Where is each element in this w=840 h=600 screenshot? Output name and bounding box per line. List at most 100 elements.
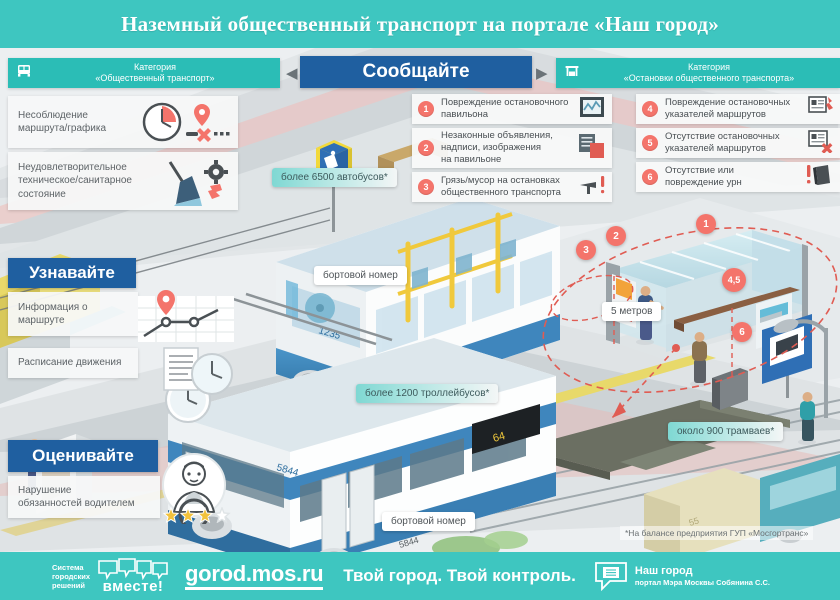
rate-card-0[interactable]: Нарушение обязанностей водителем: [8, 476, 160, 518]
report-item-4-text: Повреждение остановочных указателей марш…: [665, 97, 791, 120]
report-item-6[interactable]: 6 Отсутствие или повреждение урн: [636, 162, 840, 192]
report-item-2[interactable]: 2 Незаконные объявления, надписи, изобра…: [412, 128, 612, 168]
damaged-sign-icon: [808, 95, 834, 124]
learn-card-1[interactable]: Расписание движения: [8, 348, 138, 378]
report-item-3-number: 3: [418, 179, 434, 195]
section-header-rate: Оценивайте: [8, 440, 158, 472]
system-label-line2: городских: [52, 571, 91, 581]
rating-stars-svg: [163, 507, 231, 523]
category-transport-line1: Категория: [133, 62, 177, 72]
schedule-clock-icon: [162, 344, 238, 403]
portal-url[interactable]: gorod.mos.ru: [185, 562, 324, 590]
tactile-strip: [505, 353, 716, 414]
category-stops-text: Категория «Остановки общественного транс…: [586, 62, 832, 84]
section-header-learn-label: Узнавайте: [29, 263, 115, 282]
learn-card-0[interactable]: Информация о маршруте: [8, 292, 138, 336]
learn-text-0: Информация о маршруте: [18, 301, 88, 327]
report-item-2-text: Незаконные объявления, надписи, изображе…: [441, 130, 553, 165]
person-waiting: [690, 332, 708, 387]
broken-shelter-icon: [578, 95, 606, 124]
learn-text-1: Расписание движения: [18, 357, 122, 369]
missing-bin-icon: [806, 163, 834, 192]
trash-bin: [712, 368, 748, 410]
portal-subtitle: портал Мэра Москвы Собянина С.С.: [634, 577, 770, 587]
system-label-line3: решений: [52, 580, 85, 590]
category-ribbon-transport[interactable]: Категория «Общественный транспорт»: [8, 58, 280, 88]
bus-interior-poles: [405, 212, 501, 323]
nash-gorod-logo[interactable]: Наш город портал Мэра Москвы Собянина С.…: [594, 561, 770, 591]
section-header-learn: Узнавайте: [8, 258, 136, 288]
report-item-3-text: Грязь/мусор на остановках общественного …: [441, 175, 561, 198]
report-item-3[interactable]: 3 Грязь/мусор на остановках общественног…: [412, 172, 612, 202]
zone-3: [550, 274, 634, 322]
arrow-right-icon: ▶: [536, 65, 548, 82]
transport-issue-text-0: Несоблюдение маршрута/графика: [18, 109, 107, 135]
transport-issue-card-0[interactable]: Несоблюдение маршрута/графика: [8, 96, 238, 148]
scene-marker-45: 4,5: [722, 268, 746, 292]
category-transport-line2: «Общественный транспорт»: [95, 73, 215, 83]
clock-marker-icon: [140, 100, 232, 151]
rate-text-0: Нарушение обязанностей водителем: [18, 484, 135, 510]
destination-sign: [472, 404, 540, 454]
transport-issue-card-1[interactable]: Неудовлетворительное техническое/санитар…: [8, 152, 238, 210]
scene-marker-6: 6: [732, 322, 752, 342]
page-footer: Система городских решений вместе! gorod.…: [0, 552, 840, 600]
system-label-line1: Система: [52, 562, 84, 572]
illegal-ads-icon: [578, 133, 606, 164]
category-stops-line2: «Остановки общественного транспорта»: [623, 73, 795, 83]
section-header-report: Сообщайте: [300, 56, 532, 88]
section-header-rate-label: Оценивайте: [32, 446, 134, 465]
report-item-6-number: 6: [642, 169, 658, 185]
bushes: [432, 531, 528, 552]
tram-platform: [520, 400, 790, 472]
scene-marker-2: 2: [606, 226, 626, 246]
footer-slogan: Твой город. Твой контроль.: [343, 566, 576, 585]
street-lamp: [773, 319, 828, 418]
page-title: Наземный общественный транспорт на порта…: [121, 11, 719, 36]
person-right: [798, 392, 816, 445]
system-label: Система городских решений: [52, 563, 90, 590]
measurement-zone: [542, 227, 838, 393]
callout-trolleybuses: более 1200 троллейбусов*: [356, 384, 499, 403]
report-item-5-number: 5: [642, 135, 658, 151]
callout-buses: более 6500 автобусов*: [272, 168, 397, 187]
truck-number: 55: [688, 515, 701, 527]
report-item-1-text: Повреждение остановочного павильона: [441, 97, 569, 120]
dirt-trash-icon: [578, 174, 606, 201]
callout-board-number-trolley: бортовой номер: [382, 512, 475, 531]
callout-distance: 5 метров: [602, 302, 662, 321]
report-item-4-number: 4: [642, 101, 658, 117]
bus-stop-sign: [762, 314, 812, 398]
scene-marker-1: 1: [696, 214, 716, 234]
portal-title: Наш город: [634, 564, 693, 577]
report-item-5-text: Отсутствие остановочных указателей маршр…: [665, 131, 780, 154]
transport-issue-text-1: Неудовлетворительное техническое/санитар…: [18, 161, 132, 200]
distance-arrow: [611, 347, 677, 419]
page-header: Наземный общественный транспорт на порта…: [0, 0, 840, 48]
footnote: *На балансе предприятия ГУП «Мосгортранс…: [620, 526, 814, 540]
nash-gorod-text: Наш город портал Мэра Москвы Собянина С.…: [635, 565, 770, 588]
bus-stop-icon: [564, 63, 580, 84]
report-item-2-number: 2: [418, 140, 434, 156]
arrow-left-icon: ◀: [286, 65, 298, 82]
report-item-1-number: 1: [418, 101, 434, 117]
report-item-5[interactable]: 5 Отсутствие остановочных указателей мар…: [636, 128, 840, 158]
category-transport-text: Категория «Общественный транспорт»: [38, 62, 272, 84]
vmeste-logo: вместе!: [97, 557, 169, 595]
document-bubble-icon: [594, 562, 627, 591]
report-item-6-text: Отсутствие или повреждение урн: [665, 165, 742, 188]
report-item-1[interactable]: 1 Повреждение остановочного павильона: [412, 94, 612, 124]
rating-stars[interactable]: [163, 507, 235, 523]
callout-trams: около 900 трамваев*: [668, 422, 784, 441]
speech-bubbles-icon: [98, 557, 168, 580]
vmeste-word: вместе!: [102, 577, 164, 595]
missing-sign-icon: [808, 129, 834, 158]
category-ribbon-stops[interactable]: Категория «Остановки общественного транс…: [556, 58, 840, 88]
callout-board-number-bus: бортовой номер: [314, 266, 407, 285]
report-item-4[interactable]: 4 Повреждение остановочных указателей ма…: [636, 94, 840, 124]
section-header-report-label: Сообщайте: [362, 61, 470, 82]
scene-marker-3: 3: [576, 240, 596, 260]
broom-gear-icon: [154, 158, 230, 211]
truck-roof: [620, 440, 716, 470]
